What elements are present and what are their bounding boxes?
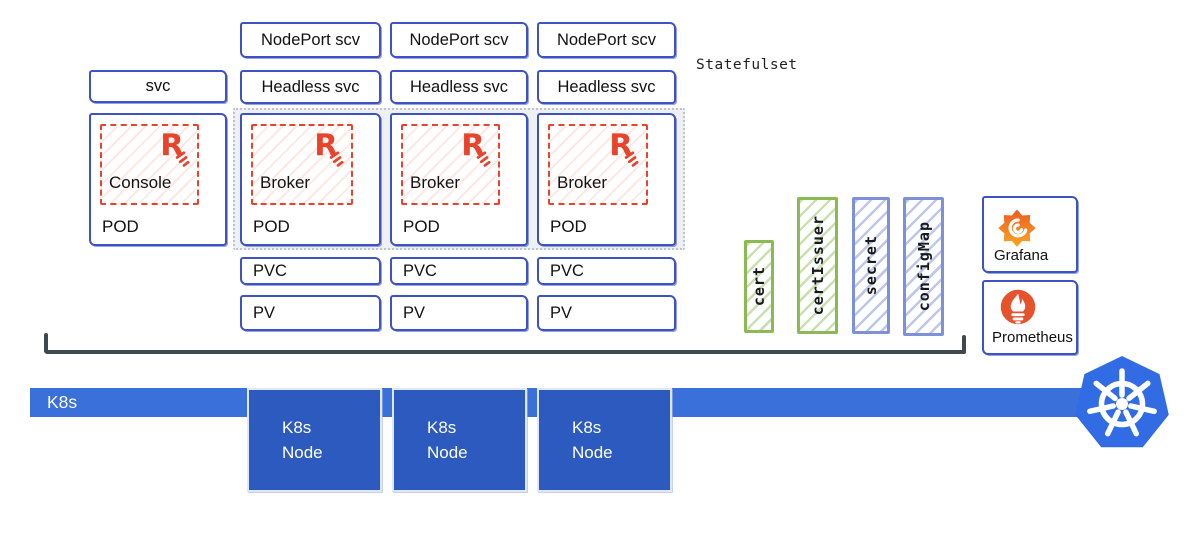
bracket-right-tick xyxy=(962,335,966,353)
grafana-box: Grafana xyxy=(982,196,1078,273)
k8s-node-3: K8s Node xyxy=(537,388,672,492)
broker-app-label: Broker xyxy=(410,173,461,192)
nodeport-svc-box-3: NodePort scv xyxy=(537,22,676,58)
kubernetes-icon xyxy=(1075,356,1169,448)
prometheus-box: Prometheus xyxy=(982,280,1078,355)
nodeport-svc-box-2: NodePort scv xyxy=(390,22,528,58)
headless-svc-box-3: Headless svc xyxy=(537,70,676,104)
svg-text:R: R xyxy=(461,128,485,163)
svg-text:R: R xyxy=(160,128,184,163)
svg-text:R: R xyxy=(609,128,633,163)
broker-app-label: Broker xyxy=(260,173,311,192)
secret-bar: secret xyxy=(852,197,890,334)
pod-label: POD xyxy=(403,217,440,236)
k8s-node-1: K8s Node xyxy=(247,388,382,492)
redpanda-icon: R xyxy=(314,128,344,167)
broker-pod-box-3: R Broker POD xyxy=(537,113,676,246)
redpanda-broker-container: R Broker xyxy=(548,124,648,205)
cert-label: cert xyxy=(750,266,768,307)
svg-text:R: R xyxy=(314,128,338,163)
pod-label: POD xyxy=(550,217,587,236)
broker-pod-box-1: R Broker POD xyxy=(240,113,381,246)
console-app-label: Console xyxy=(109,173,172,192)
redpanda-icon: R xyxy=(160,128,190,167)
broker-pod-box-2: R Broker POD xyxy=(390,113,528,246)
redpanda-broker-container: R Broker xyxy=(251,124,353,205)
k8s-bar-label: K8s xyxy=(47,392,78,412)
certissuer-bar: certIssuer xyxy=(797,197,838,334)
pvc-box-2: PVC xyxy=(390,257,528,285)
prometheus-icon xyxy=(1000,289,1036,325)
pod-label: POD xyxy=(253,217,290,236)
configmap-bar: configMap xyxy=(903,197,944,336)
pvc-box-1: PVC xyxy=(240,257,381,285)
redpanda-broker-container: R Broker xyxy=(401,124,500,205)
certissuer-label: certIssuer xyxy=(808,215,827,316)
svc-box: svc xyxy=(89,70,227,103)
statefulset-label: Statefulset xyxy=(696,57,798,73)
console-pod-box: R Console POD xyxy=(89,113,227,246)
pod-label: POD xyxy=(102,217,139,236)
redpanda-icon: R xyxy=(609,128,639,167)
redpanda-console-container: R Console xyxy=(100,124,199,205)
nodeport-svc-box-1: NodePort scv xyxy=(240,22,381,58)
broker-app-label: Broker xyxy=(557,173,608,192)
secret-label: secret xyxy=(862,235,880,296)
pv-box-3: PV xyxy=(537,295,676,331)
pv-box-1: PV xyxy=(240,295,381,331)
k8s-node-2: K8s Node xyxy=(392,388,527,492)
grafana-icon xyxy=(998,209,1036,247)
redpanda-icon: R xyxy=(461,128,491,167)
prometheus-label: Prometheus xyxy=(992,329,1073,346)
bracket-line xyxy=(45,350,966,354)
pv-box-2: PV xyxy=(390,295,528,331)
bracket-left-tick xyxy=(44,333,48,353)
headless-svc-box-2: Headless svc xyxy=(390,70,528,104)
configmap-label: configMap xyxy=(914,221,933,312)
grafana-label: Grafana xyxy=(994,247,1049,264)
headless-svc-box-1: Headless svc xyxy=(240,70,381,104)
cert-bar: cert xyxy=(744,240,774,333)
pvc-box-3: PVC xyxy=(537,257,676,285)
